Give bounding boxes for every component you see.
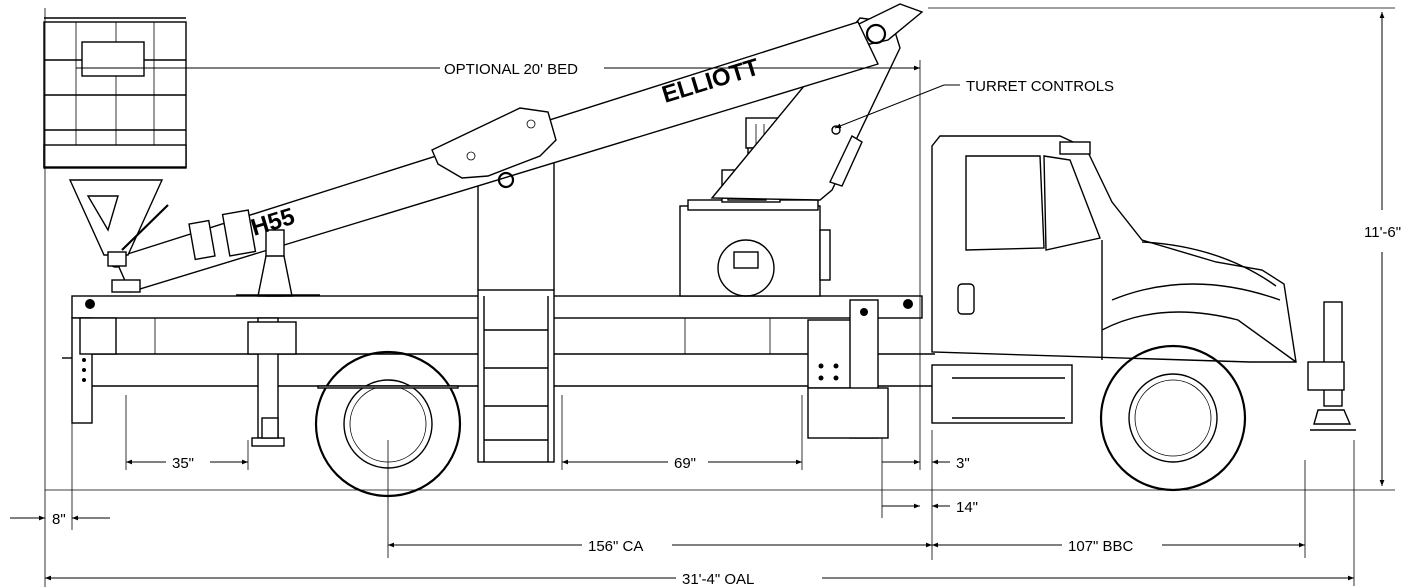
dim-3: [881, 430, 950, 560]
rear-overhang-label: 8": [52, 511, 66, 528]
boom-rest: [236, 229, 320, 297]
height-label: 11'-6": [1364, 224, 1401, 241]
stabilizer-left: [247, 317, 297, 447]
stabilizer-right: [807, 299, 889, 439]
turret-callout: TURRET CONTROLS: [966, 78, 1114, 95]
bed-callout: OPTIONAL 20' BED: [444, 61, 578, 78]
dim-oal: [45, 440, 1355, 586]
truck-cab: [931, 135, 1297, 424]
front-wheel: [1099, 344, 1247, 492]
rear-outrigger: [62, 317, 117, 424]
frame-to-cab-label: 14": [956, 499, 978, 516]
cab-to-axle-label: 156" CA: [588, 538, 643, 555]
dim-35: [125, 395, 249, 470]
outrigger-spacing-label: 69": [674, 455, 696, 472]
dim-bbc: [932, 460, 1306, 558]
turret: [679, 199, 831, 297]
access-ladder: [477, 160, 555, 463]
dim-ca: [387, 440, 932, 558]
turret-callout-leader: [834, 84, 960, 129]
main-boom: [108, 21, 879, 293]
bucket-platform: [43, 17, 187, 267]
bumper-to-cab-label: 107" BBC: [1068, 538, 1134, 555]
overall-length-label: 31'-4" OAL: [682, 571, 754, 587]
dim-69: [561, 395, 803, 470]
dim-8: [10, 8, 110, 587]
bed-callout-leader: [76, 60, 921, 470]
front-outrigger: [1307, 301, 1356, 431]
outrigger-rear-label: 35": [172, 455, 194, 472]
cab-gap-label: 3": [956, 455, 970, 472]
